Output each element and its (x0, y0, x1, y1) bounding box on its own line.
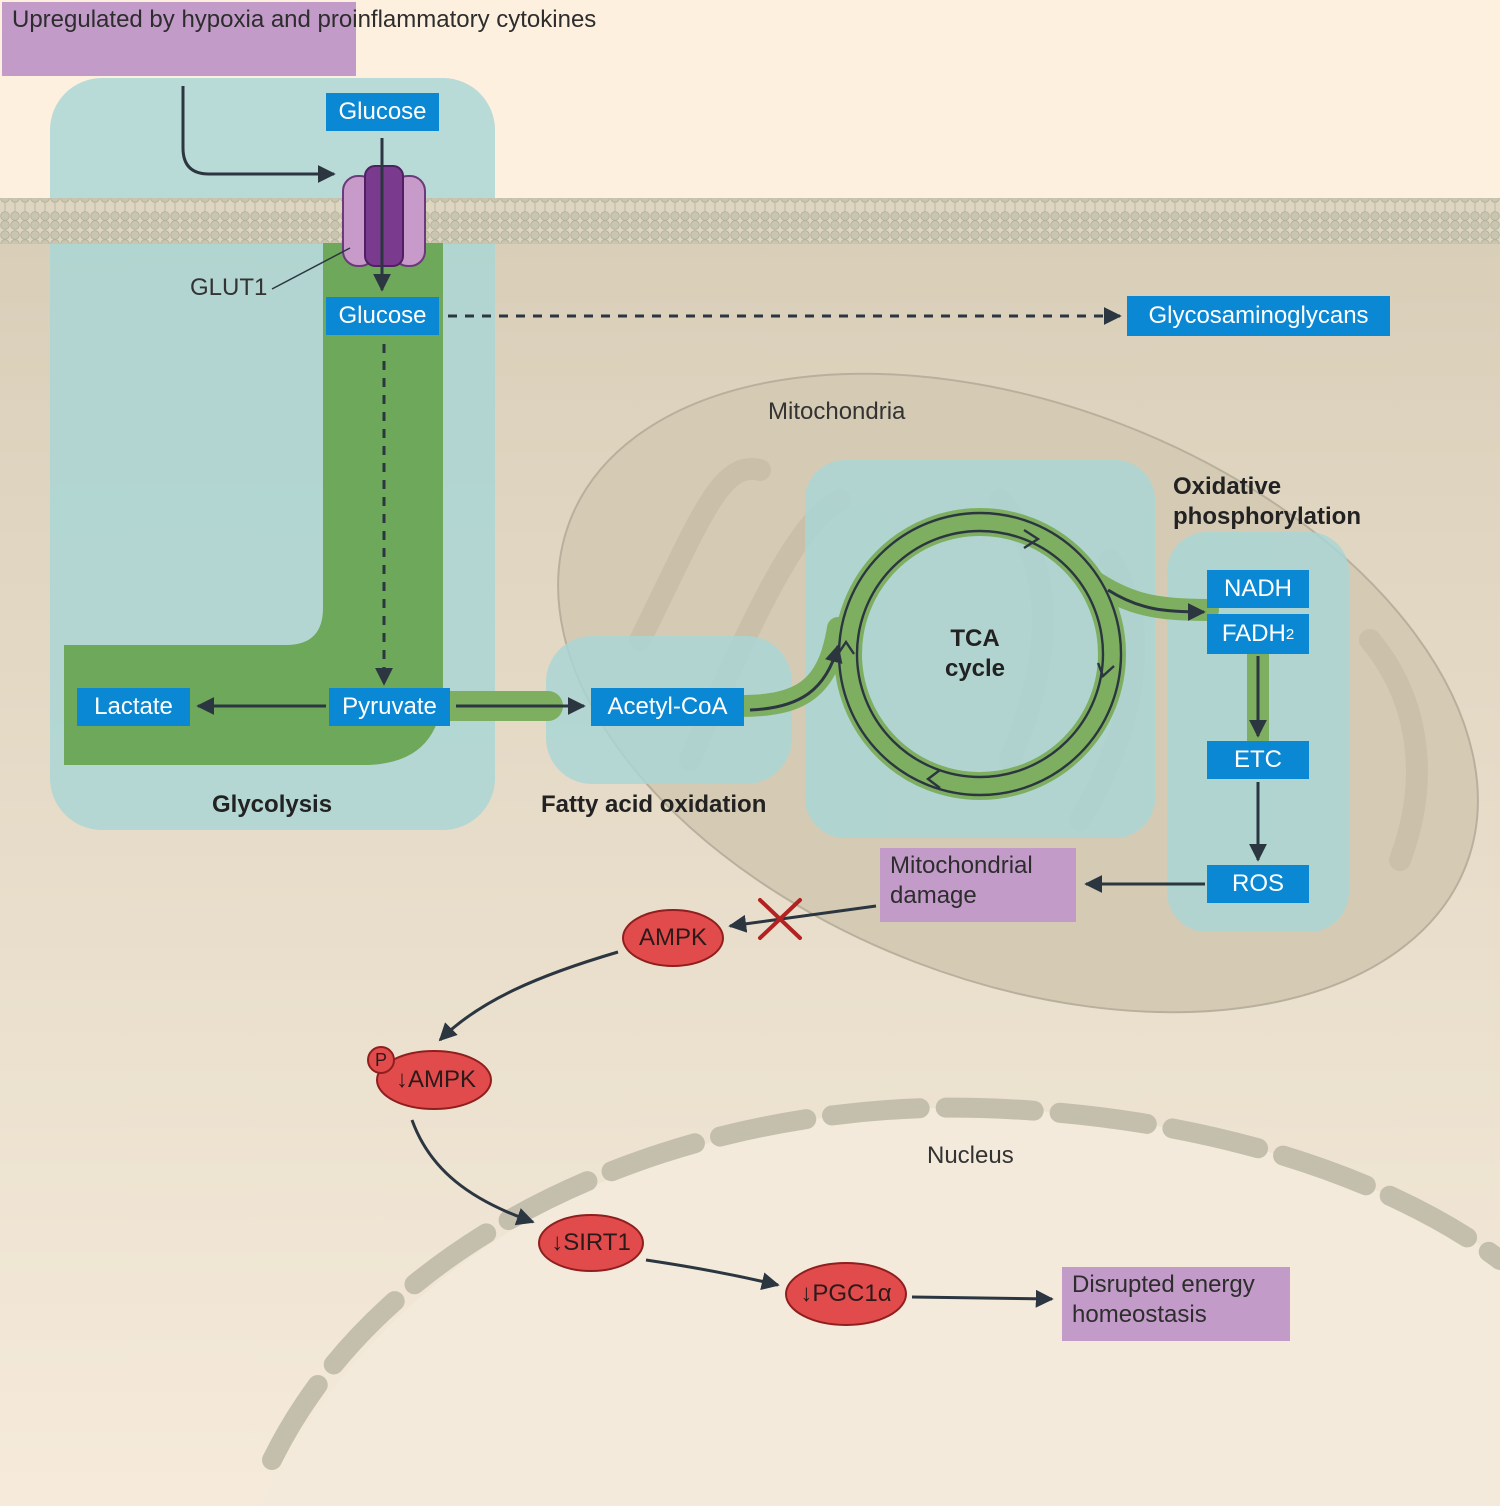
glucose-intracellular-label: Glucose (326, 297, 439, 335)
glut1-transporter-icon (342, 165, 426, 267)
p-ampk-protein (376, 1050, 492, 1110)
upregulation-note: Upregulated by hypoxia and proinflammato… (2, 2, 596, 76)
fadh2-base-text: FADH (1221, 620, 1286, 647)
ampk-protein (622, 909, 724, 967)
glycolysis-pathway (64, 243, 443, 765)
acetyl-coa-label: Acetyl-CoA (591, 688, 744, 726)
glycosaminoglycans-label: Glycosaminoglycans (1127, 296, 1390, 336)
glycolysis-label: Glycolysis (212, 791, 333, 818)
plasma-membrane (0, 198, 1500, 244)
pyruvate-label: Pyruvate (329, 688, 450, 726)
phosphate-label: P (374, 1050, 387, 1070)
sirt1-label: ↓SIRT1 (551, 1229, 631, 1256)
ampk-label: AMPK (638, 924, 707, 951)
sirt1-protein (538, 1214, 644, 1272)
lactate-label: Lactate (77, 688, 190, 726)
tca-cycle-label: TCA cycle (944, 625, 1006, 682)
disrupted-energy-label: Disrupted energy homeostasis (1062, 1267, 1290, 1341)
pgc1a-protein (785, 1262, 907, 1326)
nucleus-label: Nucleus (927, 1142, 1014, 1169)
ros-label: ROS (1207, 865, 1309, 903)
oxphos-label: Oxidative phosphorylation (1173, 473, 1361, 530)
nadh-label: NADH (1207, 570, 1309, 608)
arrows (181, 86, 1267, 1308)
pgc1a-label: ↓PGC1α (800, 1280, 892, 1307)
fadh2-subscript: 2 (1285, 625, 1295, 643)
mitochondrial-damage-label: Mitochondrial damage (880, 848, 1076, 922)
etc-label: ETC (1207, 741, 1309, 779)
p-ampk-label: ↓AMPK (395, 1066, 476, 1093)
glut1-leader-line (271, 247, 351, 290)
inhibition-x-icon (758, 898, 802, 940)
mitochondria-label: Mitochondria (768, 398, 906, 425)
glut1-label: GLUT1 (190, 274, 268, 301)
phosphate-icon (367, 1046, 395, 1074)
fatty-acid-oxidation-label: Fatty acid oxidation (541, 791, 767, 818)
glucose-extracellular-label: Glucose (326, 93, 439, 131)
